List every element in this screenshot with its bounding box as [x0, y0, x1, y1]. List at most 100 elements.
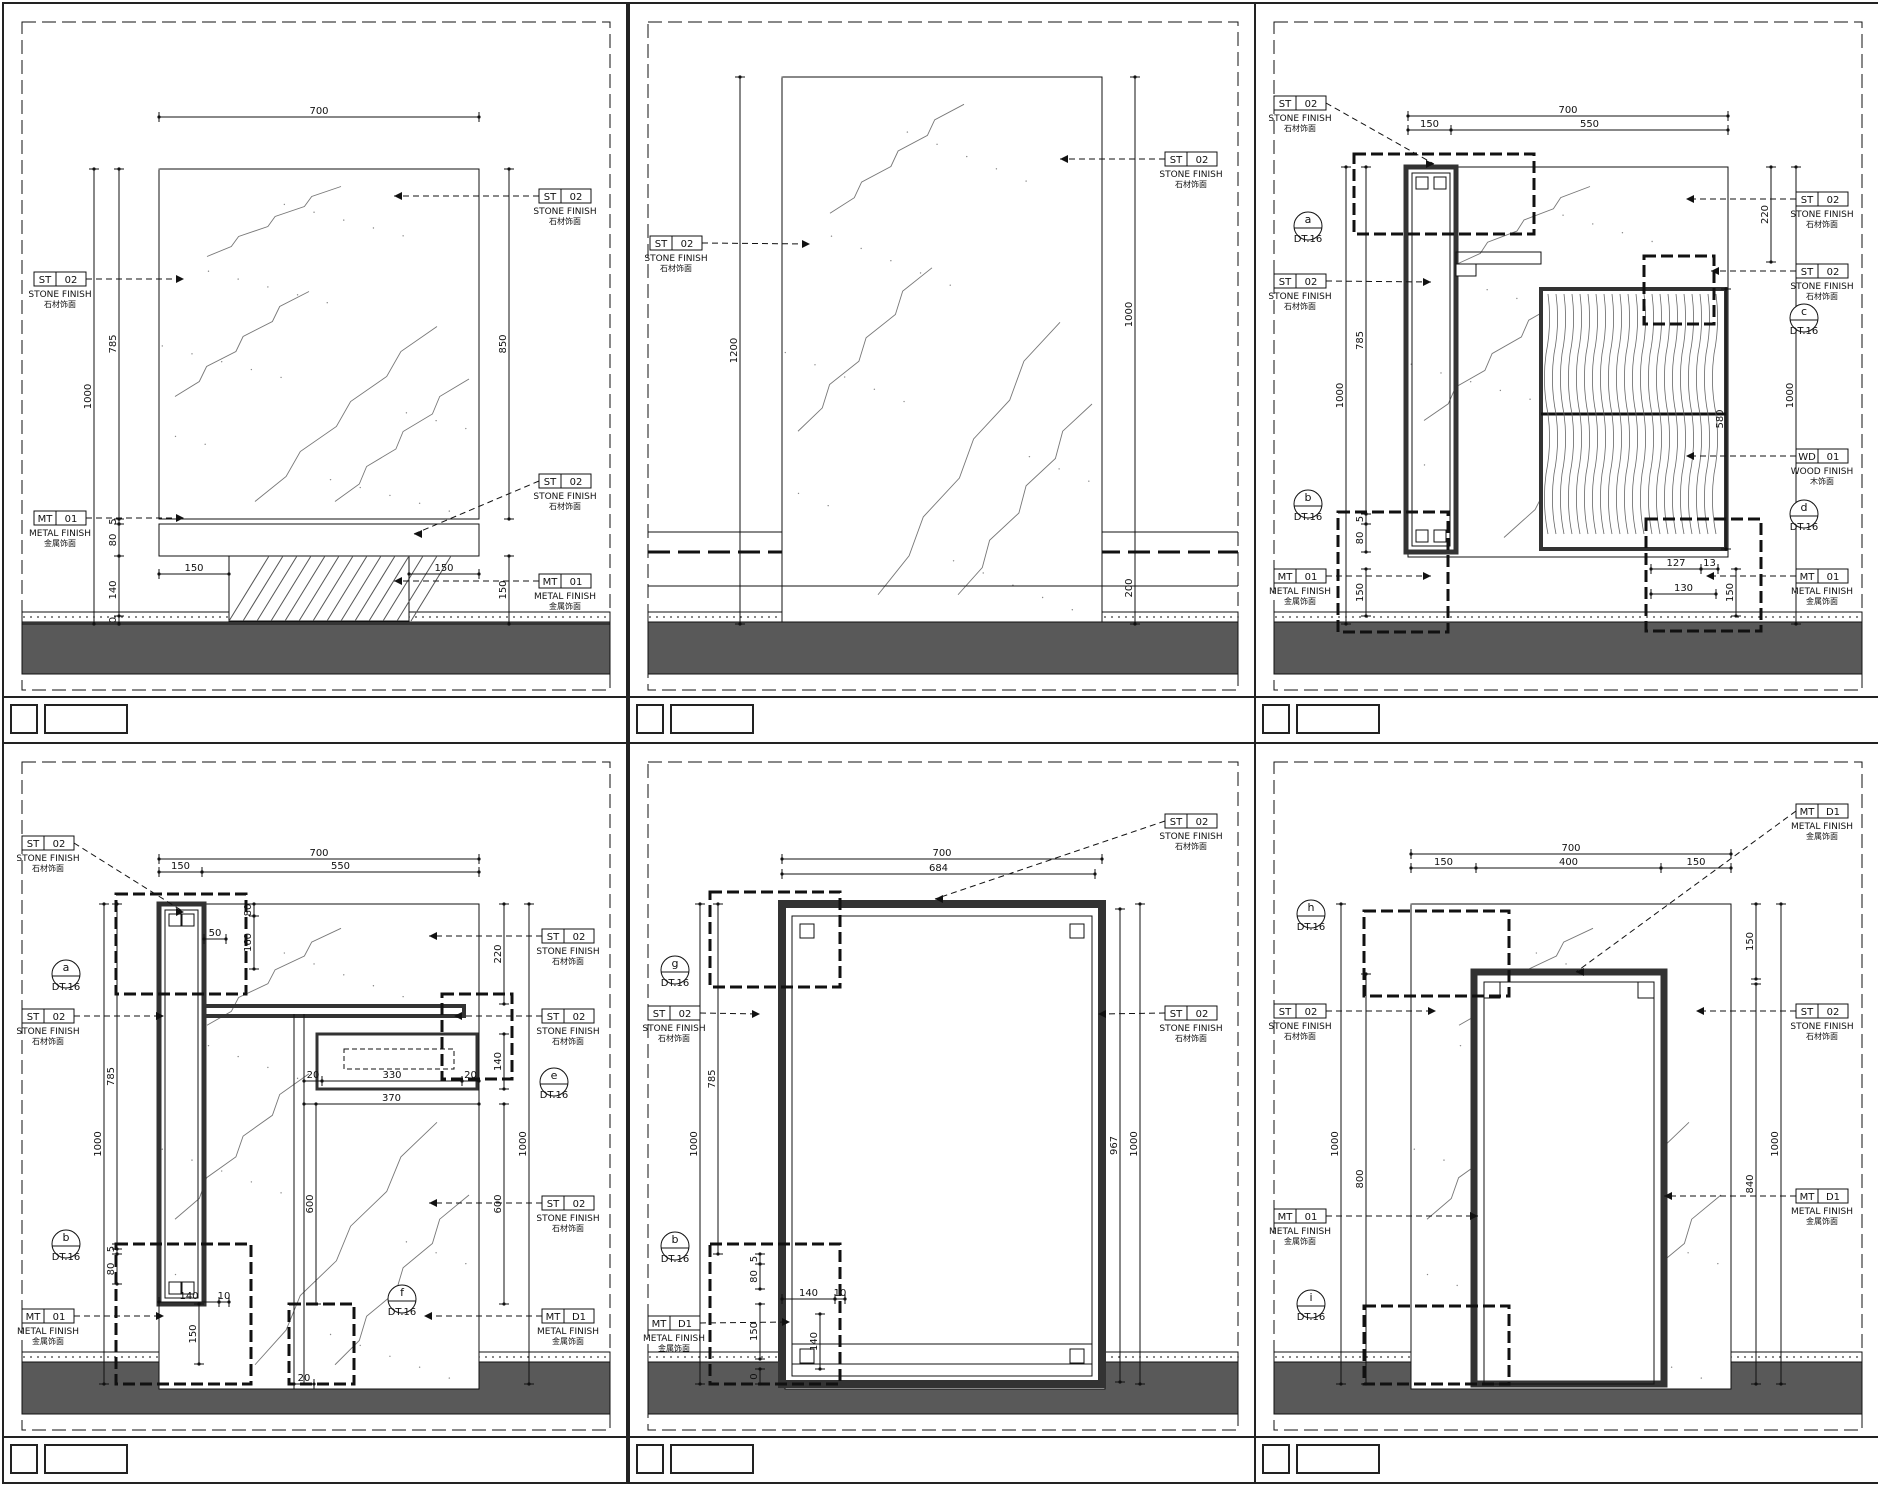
material-caption-cn: 金属饰面: [32, 1336, 64, 1346]
material-caption: METAL FINISH: [1269, 587, 1331, 597]
view-letter: [10, 1444, 38, 1474]
detail-callout: iDT.16: [1296, 1289, 1326, 1323]
material-number: 02: [65, 275, 78, 286]
material-caption: STONE FINISH: [28, 290, 91, 300]
material-code: ST: [27, 1012, 40, 1023]
material-code: ST: [1279, 1007, 1292, 1018]
material-caption: STONE FINISH: [16, 854, 79, 864]
material-caption-cn: 金属饰面: [1806, 1216, 1838, 1226]
material-code: ST: [1170, 155, 1183, 166]
dimension: 850: [498, 167, 514, 521]
dimension: 150: [749, 1302, 765, 1361]
dimension-value: 5: [749, 1256, 760, 1262]
dimension: 785: [106, 902, 122, 1251]
callout-letter: g: [672, 957, 679, 970]
viewport-border: [21, 21, 611, 691]
dimension: 140: [809, 1312, 825, 1371]
dimension: 700: [157, 106, 481, 122]
material-number: 02: [1827, 195, 1840, 206]
dimension: 220: [493, 902, 509, 1006]
dimension-value: 785: [108, 334, 119, 353]
dimension-value: 150: [1745, 932, 1756, 951]
dimension-value: 785: [106, 1067, 117, 1086]
dimension: 1000: [689, 902, 705, 1386]
dimension: 1000: [518, 902, 534, 1386]
stone-panel: [781, 76, 1103, 623]
dimension: 684: [780, 863, 1097, 879]
material-caption-cn: 石材饰面: [549, 501, 581, 511]
dimension-value: 150: [188, 1324, 199, 1343]
material-number: 02: [53, 1012, 66, 1023]
dimension: 80: [243, 902, 259, 918]
material-code: ST: [1801, 1007, 1814, 1018]
material-caption: STONE FINISH: [644, 254, 707, 264]
dimension: 10: [217, 1291, 231, 1307]
dimension: 130: [1649, 583, 1718, 599]
dimension: 150: [1355, 567, 1371, 618]
material-code: MT: [1278, 572, 1294, 583]
dimension-value: 80: [108, 534, 119, 547]
dimension-value: 5: [108, 518, 119, 524]
title-block: [4, 1436, 626, 1482]
dimension: 150: [407, 563, 481, 579]
callout-reference: DT.16: [52, 982, 81, 993]
material-caption-cn: 石材饰面: [658, 1033, 690, 1043]
dimension-value: 20: [307, 1070, 320, 1081]
material-code: ST: [544, 477, 557, 488]
material-number: 01: [53, 1312, 66, 1323]
dimension: 220: [1760, 165, 1776, 264]
dimension-value: 1000: [1770, 1131, 1781, 1156]
view-letter: [1262, 1444, 1290, 1474]
material-caption-cn: 石材饰面: [552, 1223, 584, 1233]
title-block: [1256, 1436, 1878, 1482]
dimension-value: 0: [108, 617, 119, 623]
callout-reference: DT.16: [52, 1252, 81, 1263]
dimension: 80: [106, 1252, 122, 1286]
drawing-reference: [1296, 1444, 1380, 1474]
callout-letter: a: [1305, 213, 1312, 226]
dimension-value: 1000: [689, 1131, 700, 1156]
callout-reference: DT.16: [661, 978, 690, 989]
dimension: 140: [493, 1032, 509, 1091]
material-caption-cn: 石材饰面: [1806, 219, 1838, 229]
material-code: MT: [1800, 572, 1816, 583]
drawing-reference: [44, 1444, 128, 1474]
dimension: 13: [1699, 558, 1720, 574]
dimension-value: 220: [1760, 205, 1771, 224]
hatched-base: [228, 555, 452, 622]
material-caption-cn: 金属饰面: [658, 1343, 690, 1353]
material-code: MT: [1278, 1212, 1294, 1223]
dimension-value: 13: [1703, 558, 1716, 569]
viewport-border: [647, 761, 1239, 1431]
dimension-value: 80: [243, 904, 254, 917]
dimension-value: 1000: [1124, 302, 1135, 327]
callout-letter: d: [1801, 501, 1808, 514]
wood-panel: [1539, 287, 1728, 551]
dimension-value: 130: [1674, 583, 1693, 594]
callout-reference: DT.16: [1297, 1312, 1326, 1323]
dimension: 150: [498, 554, 514, 626]
material-code: ST: [1801, 195, 1814, 206]
dimension: 150: [188, 1302, 204, 1366]
dimension-value: 684: [929, 863, 948, 874]
callout-reference: DT.16: [540, 1090, 569, 1101]
detail-callout: gDT.16: [660, 955, 690, 989]
dimension: 150: [1409, 857, 1478, 873]
material-caption-cn: 石材饰面: [1175, 841, 1207, 851]
dimension: 5: [108, 517, 124, 526]
viewport-border: [1273, 761, 1863, 1431]
dimension: 150: [1406, 119, 1453, 135]
dimension: 370: [302, 1093, 481, 1109]
